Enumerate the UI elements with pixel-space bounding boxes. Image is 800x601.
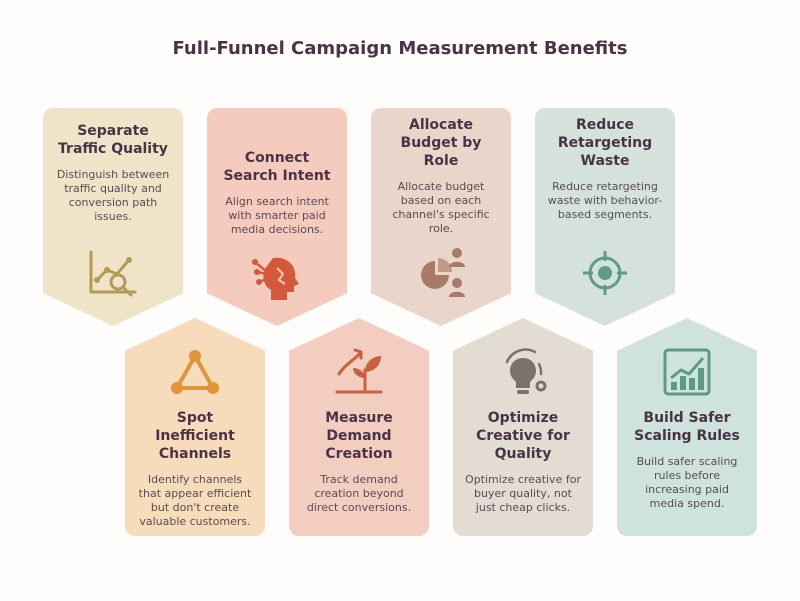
triangle-nodes-icon xyxy=(171,350,219,394)
card-measure-demand: Measure Demand Creation Track demand cre… xyxy=(289,318,429,536)
card-background xyxy=(617,318,757,536)
card-heading: Connect Search Intent xyxy=(223,150,331,184)
card-description: Identify channels that appear efficient … xyxy=(138,473,252,528)
chart-search-icon xyxy=(89,250,137,297)
card-description: Track demand creation beyond direct conv… xyxy=(306,473,412,514)
card-spot-inefficient: Spot Inefficient Channels Identify chann… xyxy=(125,318,265,536)
card-description: Build safer scaling rules before increas… xyxy=(636,455,738,510)
card-description: Align search intent with smarter paid me… xyxy=(225,195,329,236)
card-background xyxy=(453,318,593,536)
card-background xyxy=(371,108,511,326)
card-heading: Separate Traffic Quality xyxy=(58,123,168,157)
card-allocate-budget: Allocate Budget by Role Allocate budget … xyxy=(371,108,511,326)
card-description: Optimize creative for buyer quality, not… xyxy=(465,473,581,514)
card-connect-search-intent: Connect Search Intent Align search inten… xyxy=(207,108,347,326)
card-heading: Optimize Creative for Quality xyxy=(476,410,570,462)
growth-chart-icon xyxy=(663,348,711,396)
card-heading: Reduce Retargeting Waste xyxy=(557,117,653,169)
head-network-icon xyxy=(252,257,299,300)
card-description: Allocate budget based on each channel's … xyxy=(392,180,490,235)
growth-plant-icon xyxy=(335,348,383,394)
lightbulb-gear-icon xyxy=(505,348,547,394)
card-heading: Measure Demand Creation xyxy=(325,410,393,462)
card-description: Distinguish between traffic quality and … xyxy=(56,168,170,223)
card-heading: Build Safer Scaling Rules xyxy=(634,410,740,444)
card-reduce-retargeting: Reduce Retargeting Waste Reduce retarget… xyxy=(535,108,675,326)
card-separate-traffic-quality: Separate Traffic Quality Distinguish bet… xyxy=(43,108,183,326)
card-description: Reduce retargeting waste with behavior-b… xyxy=(547,180,663,221)
target-icon xyxy=(583,251,627,295)
card-optimize-creative: Optimize Creative for Quality Optimize c… xyxy=(453,318,593,536)
card-heading: Spot Inefficient Channels xyxy=(155,410,235,462)
card-background xyxy=(43,108,183,326)
card-build-safer-scaling: Build Safer Scaling Rules Build safer sc… xyxy=(617,318,757,536)
page-title: Full-Funnel Campaign Measurement Benefit… xyxy=(172,38,628,59)
pie-people-icon xyxy=(421,248,465,297)
card-heading: Allocate Budget by Role xyxy=(400,117,482,169)
